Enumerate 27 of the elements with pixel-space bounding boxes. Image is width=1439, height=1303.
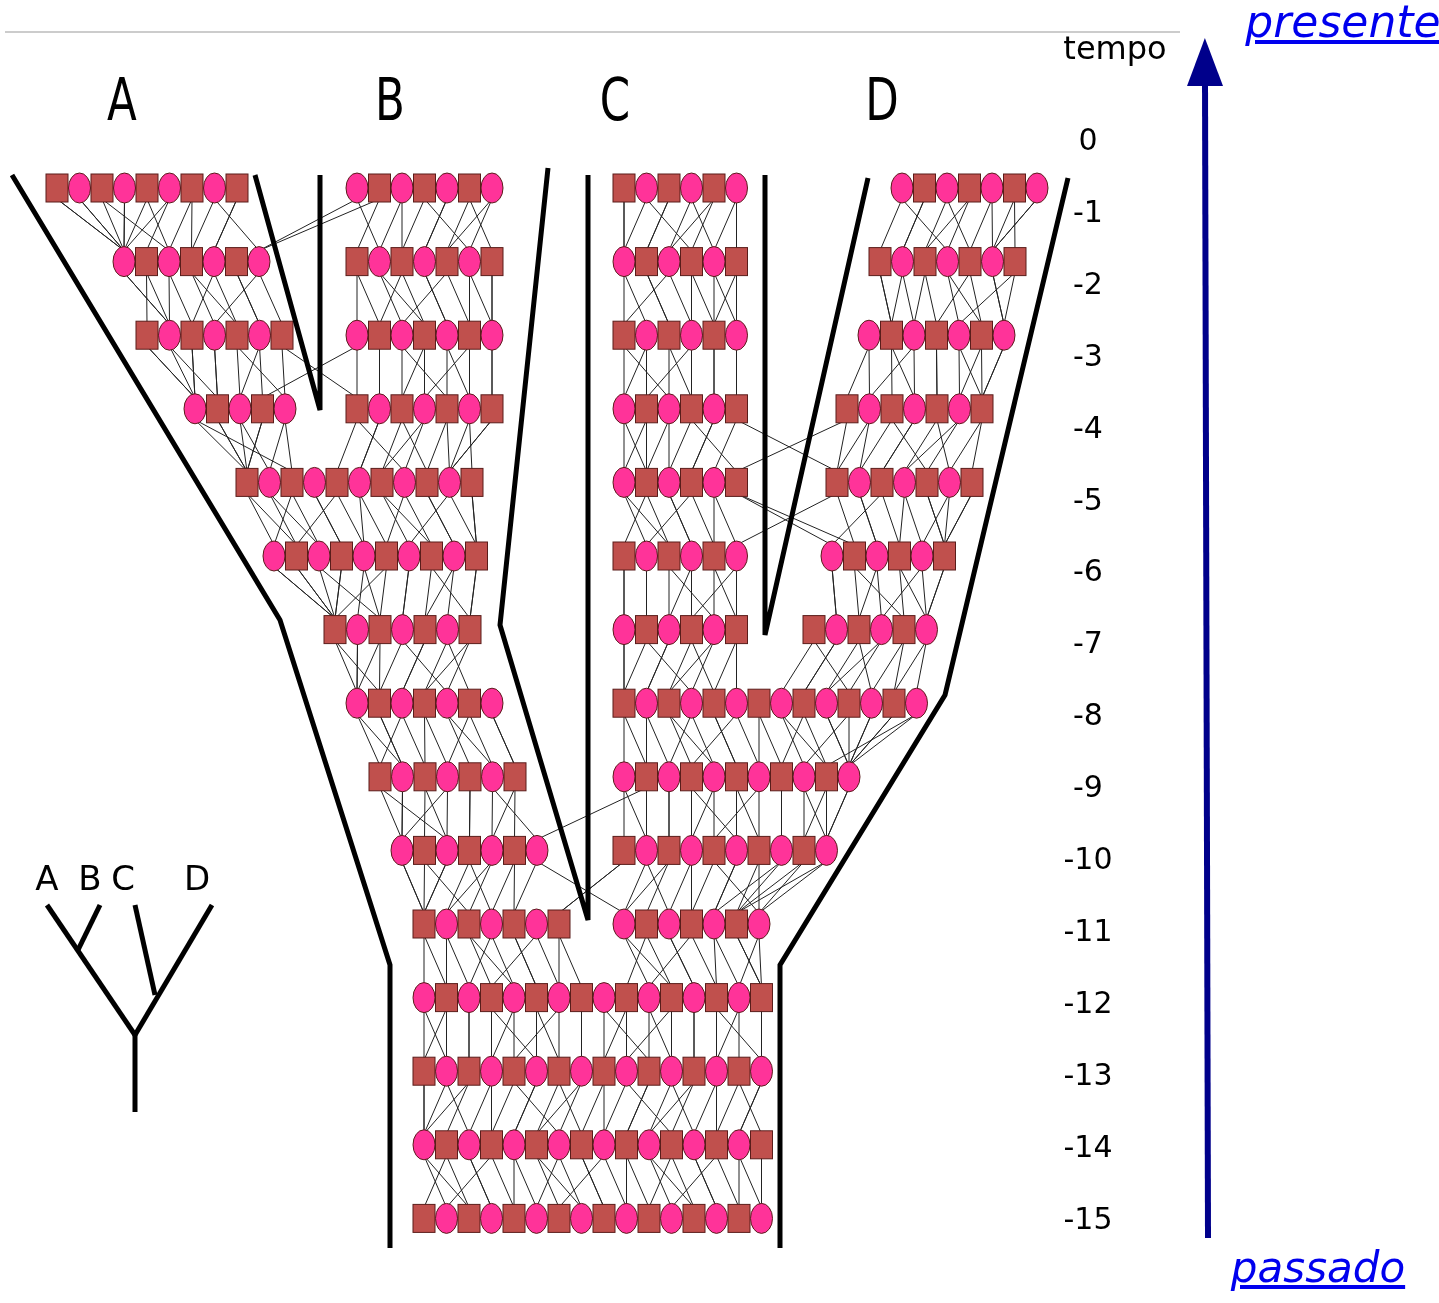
leaf-label: D: [183, 861, 211, 895]
tick-label: -6: [1073, 556, 1103, 587]
tick-label: -12: [1063, 987, 1113, 1018]
tick-label: -14: [1063, 1131, 1113, 1162]
tick-label: -1: [1073, 196, 1103, 227]
leaf-label: C: [111, 861, 135, 895]
tick-label: -15: [1063, 1203, 1113, 1234]
tick-label: -13: [1063, 1059, 1113, 1090]
tick-label: -9: [1073, 772, 1103, 803]
tick-label: -8: [1073, 700, 1103, 731]
tick-label: -5: [1073, 484, 1103, 515]
tick-label: -3: [1073, 340, 1103, 371]
branch-letter: D: [865, 71, 899, 129]
tick-label: -7: [1073, 628, 1103, 659]
tick-label: -2: [1073, 268, 1103, 299]
branch-letter: C: [599, 71, 631, 129]
tick-label: -4: [1073, 412, 1103, 443]
tick-label: -11: [1063, 915, 1113, 946]
time-label: passado: [1230, 1247, 1406, 1289]
tick-label: -10: [1063, 844, 1113, 874]
axis-title: tempo: [1063, 32, 1167, 64]
leaf-label: B: [78, 861, 102, 895]
branch-letter: B: [375, 71, 405, 129]
tick-label: 0: [1078, 125, 1098, 155]
leaf-label: A: [35, 861, 59, 895]
branch-letter: A: [107, 71, 137, 129]
time-label: presente: [1245, 0, 1439, 44]
